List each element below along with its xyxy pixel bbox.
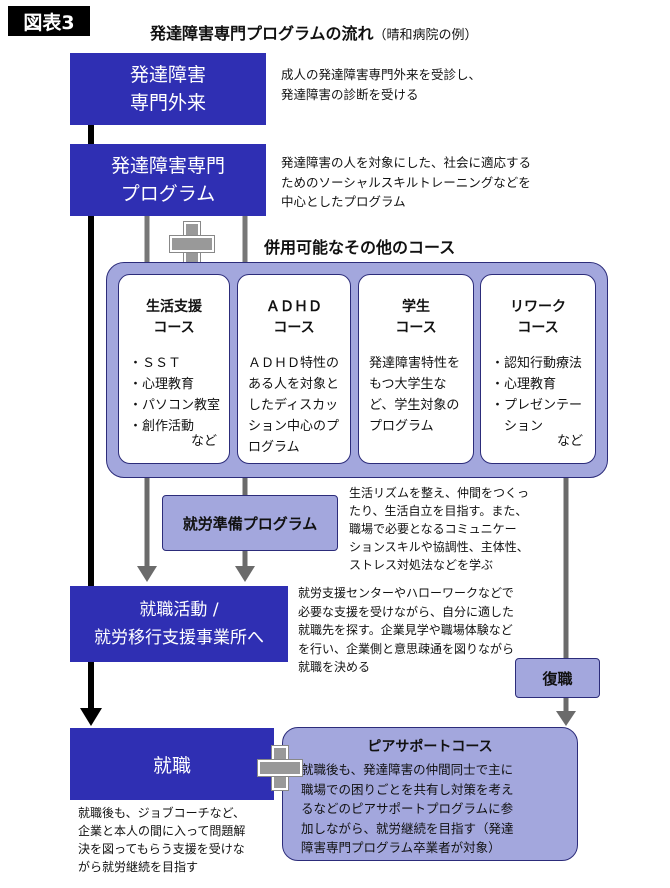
peer-support-desc: 就職後も、発達障害の仲間同士で主に 職場での困りごとを共有し対策を考え るなどの…: [301, 762, 514, 855]
peer-support-title: ピアサポートコース: [367, 739, 493, 755]
outpatient-box: 発達障害 専門外来: [70, 53, 266, 125]
outpatient-label: 発達障害 専門外来: [129, 64, 206, 114]
job-hunting-label: 就職活動 / 就労移行支援事業所へ: [94, 600, 264, 648]
diagram-title: 発達障害専門プログラムの流れ（晴和病院の例）: [150, 20, 670, 44]
employment-desc: 就職後も、ジョブコーチなど、 企業と本人の間に入って問題解 決を図ってもらう支援…: [78, 806, 246, 874]
course-etc: など: [556, 434, 583, 449]
course-title: 学生 コース: [395, 299, 437, 336]
course-card-adhd: ＡＤＨＤ コース ＡＤＨＤ特性の ある人を対象と したディスカッ ション中心のプ…: [237, 274, 351, 464]
return-to-work-box: 復職: [515, 658, 600, 698]
course-card-rework: リワーク コース ・認知行動療法 ・心理教育 ・プレゼンテー ション など: [480, 274, 596, 464]
course-title: ＡＤＨＤ コース: [266, 299, 322, 336]
figure-label: 図表3: [8, 6, 90, 36]
employment-box: 就職: [70, 728, 274, 800]
figure-label-text: 図表3: [23, 11, 75, 34]
peer-support-box: ピアサポートコース 就職後も、発達障害の仲間同士で主に 職場での困りごとを共有し…: [282, 727, 578, 861]
employment-label: 就職: [152, 754, 191, 777]
plus-icon: [258, 746, 302, 790]
course-body: ・ＳＳＴ ・心理教育 ・パソコン教室 ・創作活動: [129, 356, 221, 434]
program-label: 発達障害専門 プログラム: [110, 155, 225, 205]
courses-to-job-arrowhead-2: [235, 566, 255, 582]
course-title: 生活支援 コース: [146, 299, 202, 336]
other-courses-title: 併用可能なその他のコース: [264, 238, 456, 257]
outpatient-desc: 成人の発達障害専門外来を受診し、 発達障害の診断を受ける: [281, 67, 482, 102]
work-prep-box: 就労準備プログラム: [162, 495, 338, 551]
course-body: 発達障害特性を もつ大学生な ど、学生対象の プログラム: [369, 356, 461, 434]
course-title: リワーク コース: [510, 299, 566, 336]
work-prep-desc: 生活リズムを整え、仲間をつくっ たり、生活自立を目指す。また、 職場で必要となる…: [349, 486, 530, 572]
course-card-life-support: 生活支援 コース ・ＳＳＴ ・心理教育 ・パソコン教室 ・創作活動 など: [118, 274, 230, 464]
program-desc: 発達障害の人を対象にした、社会に適応する ためのソーシャルスキルトレーニングなど…: [281, 155, 532, 209]
return-to-peer-arrowhead: [556, 711, 576, 726]
course-body: ・認知行動療法 ・心理教育 ・プレゼンテー ション: [491, 356, 583, 434]
return-to-work-label: 復職: [542, 669, 573, 688]
main-flow-arrowhead: [80, 708, 102, 726]
course-card-student: 学生 コース 発達障害特性を もつ大学生な ど、学生対象の プログラム: [358, 274, 474, 464]
plus-icon: [170, 222, 214, 266]
course-etc: など: [190, 434, 217, 449]
course-body: ＡＤＨＤ特性の ある人を対象と したディスカッ ション中心のプ ログラム: [248, 356, 340, 455]
job-hunting-desc: 就労支援センターやハローワークなどで 必要な支援を受けながら、自分に適した 就職…: [298, 586, 515, 674]
title-note: （晴和病院の例）: [373, 28, 478, 43]
program-box: 発達障害専門 プログラム: [70, 144, 266, 216]
job-hunting-box: 就職活動 / 就労移行支援事業所へ: [70, 586, 288, 662]
work-prep-label: 就労準備プログラム: [182, 514, 318, 533]
courses-to-job-arrowhead-1: [137, 566, 157, 582]
title-text: 発達障害専門プログラムの流れ: [150, 24, 374, 43]
